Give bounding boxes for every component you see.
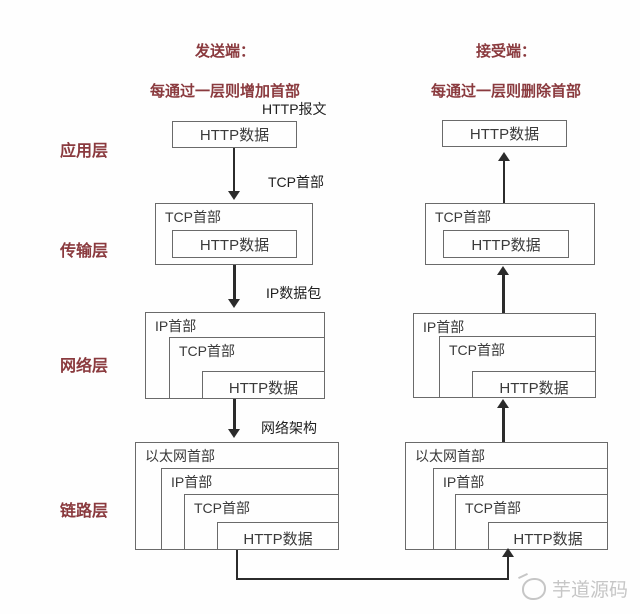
receiver-network-tcp-box: TCP首部 HTTP数据 (439, 336, 595, 397)
connector-up-arrow-head (502, 548, 514, 557)
receiver-link-tcp-label: TCP首部 (465, 500, 521, 516)
receiver-link-http-box: HTTP数据 (488, 522, 607, 549)
receiver-transport-box: TCP首部 HTTP数据 (425, 203, 595, 265)
receiver-link-ethernet-label: 以太网首部 (415, 448, 485, 464)
sender-network-http-label: HTTP数据 (228, 380, 299, 397)
arrow-down-network-link-head (228, 429, 240, 438)
sender-transport-tcp-label: TCP首部 (165, 209, 221, 225)
watermark-logo-icon (522, 578, 546, 600)
connector-down-line (236, 550, 238, 580)
arrow-up-transport-app-head (498, 152, 510, 161)
label-tcp-header-annotation: TCP首部 (268, 174, 324, 190)
label-http-message: HTTP报文 (262, 101, 327, 117)
sender-link-ethernet-label: 以太网首部 (145, 448, 215, 464)
layer-label-transport: 传输层 (60, 243, 109, 260)
watermark-text: 芋道源码 (552, 580, 629, 601)
sender-title-line1: 发送端： (194, 43, 255, 60)
receiver-link-http-label: HTTP数据 (513, 531, 583, 548)
connector-horizontal-line (236, 578, 509, 580)
layer-label-network: 网络层 (60, 358, 109, 375)
receiver-network-box: IP首部 TCP首部 HTTP数据 (413, 313, 596, 398)
sender-link-box: 以太网首部 IP首部 TCP首部 HTTP数据 (135, 442, 339, 550)
arrow-up-link-network (502, 407, 505, 442)
receiver-network-http-label: HTTP数据 (499, 380, 569, 397)
sender-network-ip-label: IP首部 (155, 318, 197, 334)
sender-title-line2: 每通过一层则增加首部 (149, 83, 300, 100)
sender-network-tcp-box: TCP首部 HTTP数据 (169, 337, 324, 398)
sender-link-http-box: HTTP数据 (217, 522, 338, 549)
label-ip-packet: IP数据包 (266, 285, 322, 301)
receiver-title-line2: 每通过一层则删除首部 (430, 83, 581, 100)
sender-link-ip-box: IP首部 TCP首部 HTTP数据 (161, 468, 338, 549)
arrow-down-transport-network (233, 265, 236, 300)
receiver-transport-http-data-box: HTTP数据 (443, 230, 569, 258)
arrow-down-transport-network-head (228, 299, 240, 308)
receiver-link-box: 以太网首部 IP首部 TCP首部 HTTP数据 (405, 442, 608, 550)
arrow-down-app-transport (233, 148, 235, 192)
arrow-down-network-link (233, 399, 236, 430)
receiver-link-tcp-box: TCP首部 HTTP数据 (455, 494, 607, 549)
arrow-up-link-network-head (497, 399, 509, 408)
receiver-title: 接受端： 每通过一层则删除首部 (416, 42, 596, 102)
sender-link-http-label: HTTP数据 (243, 531, 313, 548)
connector-up-line (507, 556, 509, 580)
sender-network-http-box: HTTP数据 (202, 371, 324, 398)
sender-network-box: IP首部 TCP首部 HTTP数据 (145, 312, 325, 399)
receiver-network-ip-label: IP首部 (423, 319, 465, 335)
receiver-transport-tcp-label: TCP首部 (435, 209, 491, 225)
sender-transport-http-data-box: HTTP数据 (172, 230, 297, 258)
sender-link-tcp-label: TCP首部 (194, 500, 250, 516)
arrow-up-network-transport (502, 274, 505, 313)
label-network-frame: 网络架构 (261, 420, 317, 436)
receiver-app-http-data-box: HTTP数据 (442, 120, 567, 147)
receiver-link-ip-label: IP首部 (443, 474, 485, 490)
receiver-link-ip-box: IP首部 TCP首部 HTTP数据 (433, 468, 607, 549)
sender-network-tcp-label: TCP首部 (179, 343, 235, 359)
arrow-up-transport-app (503, 160, 505, 203)
sender-app-http-data-box: HTTP数据 (172, 121, 297, 148)
arrow-down-app-transport-head (228, 191, 240, 200)
sender-transport-box: TCP首部 HTTP数据 (155, 203, 313, 265)
receiver-title-line1: 接受端： (475, 43, 536, 60)
sender-link-tcp-box: TCP首部 HTTP数据 (184, 494, 338, 549)
sender-link-ip-label: IP首部 (171, 474, 213, 490)
receiver-network-http-box: HTTP数据 (472, 371, 595, 397)
arrow-up-network-transport-head (497, 266, 509, 275)
sender-title: 发送端： 每通过一层则增加首部 (130, 42, 320, 102)
receiver-network-tcp-label: TCP首部 (449, 342, 505, 358)
layer-label-link: 链路层 (60, 503, 109, 520)
layer-label-application: 应用层 (60, 143, 109, 160)
